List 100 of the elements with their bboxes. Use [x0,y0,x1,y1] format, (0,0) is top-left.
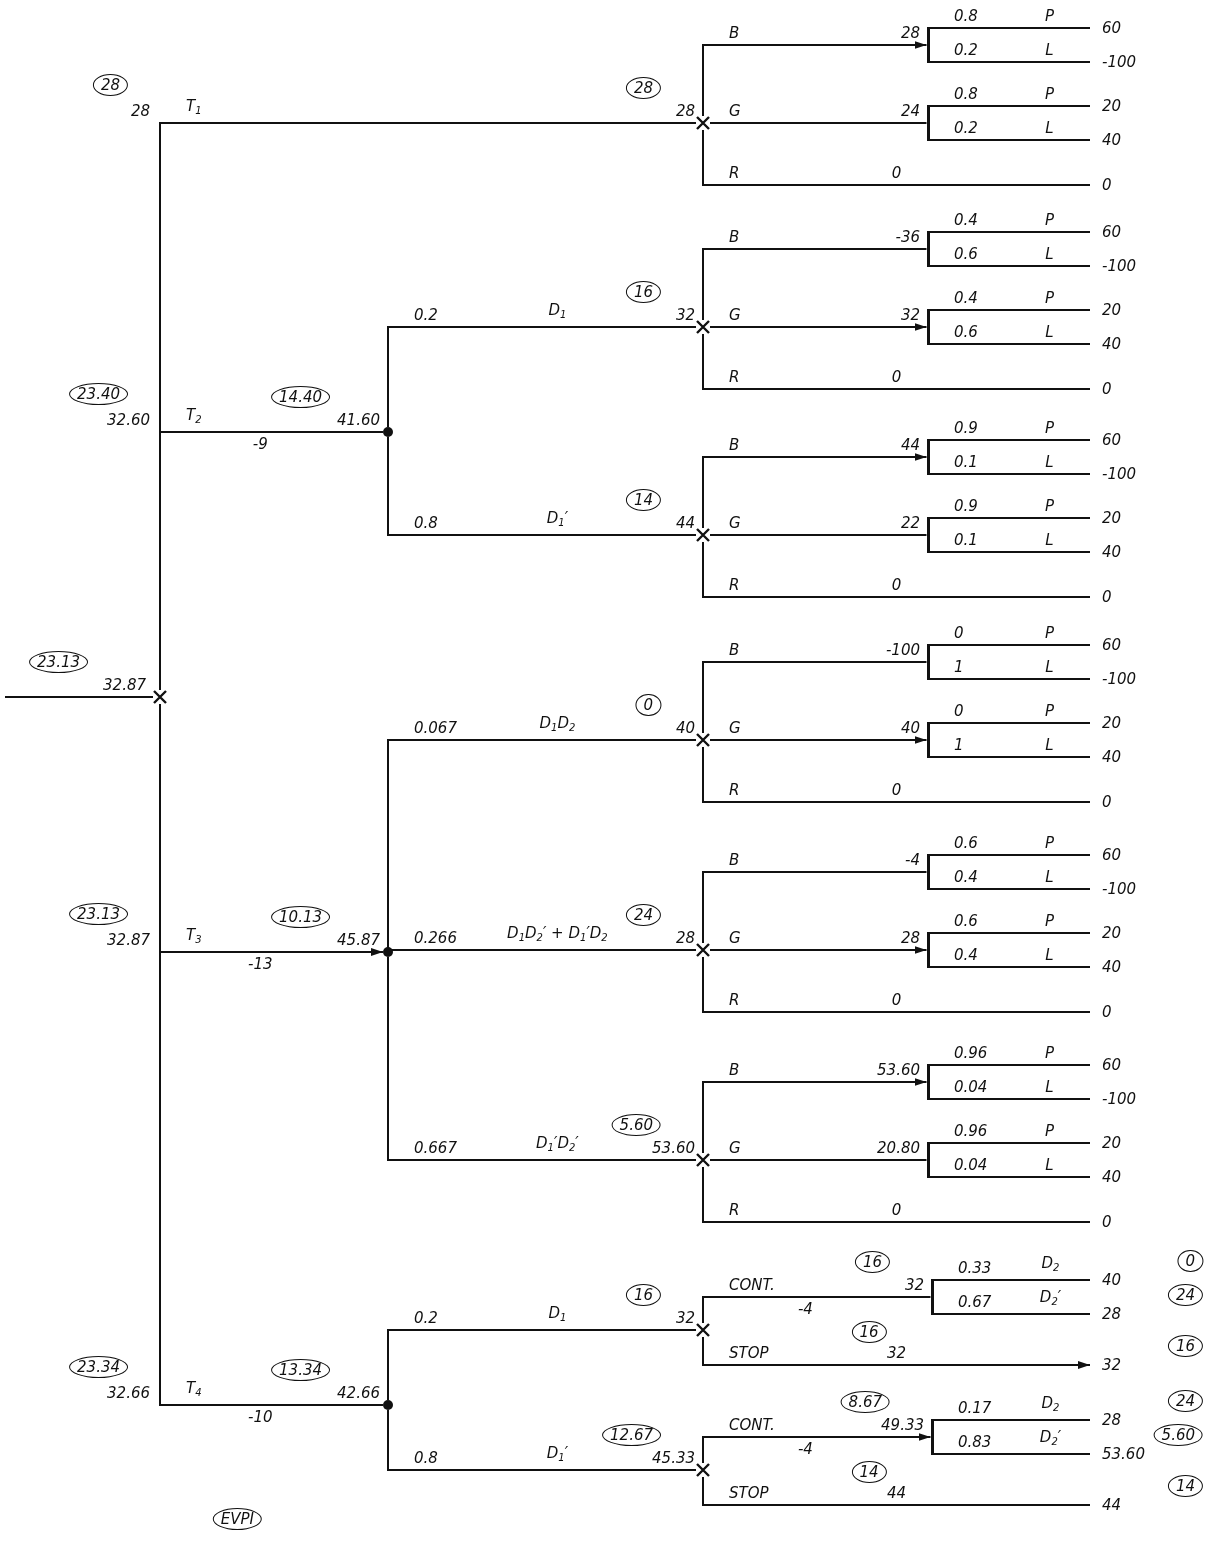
circled-value: 23.13 [29,651,88,673]
value-label: 53.60 [652,1139,695,1157]
branch-bracket [926,722,930,758]
payoff-value: 20 [1090,97,1122,115]
outcome-label: D$_{2}$′ [1039,1288,1062,1309]
edge-label: 0.6 [954,323,978,341]
branch-line [702,956,1091,1013]
edge-label: R [729,576,740,594]
edge-label: R [729,991,740,1009]
arrow [702,1078,928,1154]
branch-line [928,517,1091,519]
edge-label: 0.266 [414,929,457,947]
value-label: 32 [904,1276,924,1294]
edge-label: 0.04 [954,1156,988,1174]
circled-value: 16 [625,1284,661,1306]
edge-label: 1 [954,736,964,754]
circled-value: 28 [92,74,128,96]
payoff-value: -100 [1090,465,1137,483]
payoff-value: 60 [1090,223,1122,241]
branch-line [702,746,1091,803]
branch-bracket [926,932,930,968]
outcome-label: L [1045,658,1054,676]
branch-line [387,739,697,948]
payoff-value: 40 [1090,958,1122,976]
branch-line [928,551,1091,553]
branch-line [928,722,1091,724]
payoff-value: -100 [1090,53,1137,71]
outcome-label: L [1045,245,1054,263]
outcome-label: L [1045,1078,1054,1096]
cost-label: -10 [248,1408,273,1426]
branch-bracket [926,439,930,475]
value-label: 40 [900,719,920,737]
decision-node [696,733,710,747]
branch-line [387,436,697,536]
branch-bracket [926,644,930,680]
branch-line [709,122,928,124]
cost-label: -4 [797,1300,813,1318]
circled-value: 23.13 [69,903,128,925]
payoff-value: 0 [1090,1213,1112,1231]
outcome-label: P [1045,834,1054,852]
circled-value: 0 [635,694,661,716]
edge-label: 0.96 [954,1122,988,1140]
edge-label: 0.4 [954,946,978,964]
branch-line [702,1476,1091,1506]
circled-value: 5.60 [611,1114,661,1136]
outcome-label: L [1045,736,1054,754]
outcome-label: P [1045,1122,1054,1140]
outcome-label: L [1045,323,1054,341]
edge-label: 0.8 [414,514,438,532]
cost-label: -13 [248,955,273,973]
decision-node [696,1153,710,1167]
branch-line [928,1064,1091,1066]
arrow [709,736,928,744]
arrow [709,323,928,331]
edge-label: 0.2 [414,1309,438,1327]
edge-label: B [729,24,740,42]
branch-line [709,1159,928,1161]
branch-line [159,703,384,1406]
outcome-label: D$_{2}$ [1041,1254,1060,1275]
payoff-value: 60 [1090,846,1122,864]
circled-value: 16 [851,1321,887,1343]
edge-label: G [729,1139,741,1157]
payoff-value: 28 [1090,1305,1122,1323]
arrow [702,453,928,529]
value-label: 0 [891,164,902,182]
outcome-label: D$_{2}$′ [1039,1428,1062,1449]
value-label: 24 [900,102,920,120]
edge-label: 0.1 [954,453,978,471]
edge-label: CONT. [729,1276,775,1294]
edge-label: G [729,929,741,947]
circled-value: 14.40 [271,386,330,408]
circled-value: 23.34 [69,1356,128,1378]
circled-value: 28 [625,77,661,99]
branch-line [387,956,697,1161]
circled-value: 24 [1167,1390,1203,1412]
edge-label: STOP [729,1484,769,1502]
branch-line [928,1098,1091,1100]
edge-label: R [729,781,740,799]
edge-label: 0.4 [954,289,978,307]
edge-label: B [729,641,740,659]
branch-line [928,932,1091,934]
branch-line [932,1313,1091,1315]
edge-label: R [729,1201,740,1219]
branch-line [932,1279,1091,1281]
arrow [709,946,928,954]
arrow [702,1336,1091,1369]
branch-bracket [926,27,930,63]
edge-label: 0.67 [958,1293,992,1311]
edge-label: 0 [954,702,964,720]
edge-label: 0.2 [954,41,978,59]
branch-line [928,61,1091,63]
circled-value: 8.67 [840,1391,890,1413]
branch-line [928,343,1091,345]
decision-node [696,1323,710,1337]
branch-bracket [926,854,930,890]
outcome-label: L [1045,453,1054,471]
payoff-value: 0 [1090,793,1112,811]
value-label: 0 [891,576,902,594]
circled-value: 16 [1167,1335,1203,1357]
outcome-label: P [1045,419,1054,437]
